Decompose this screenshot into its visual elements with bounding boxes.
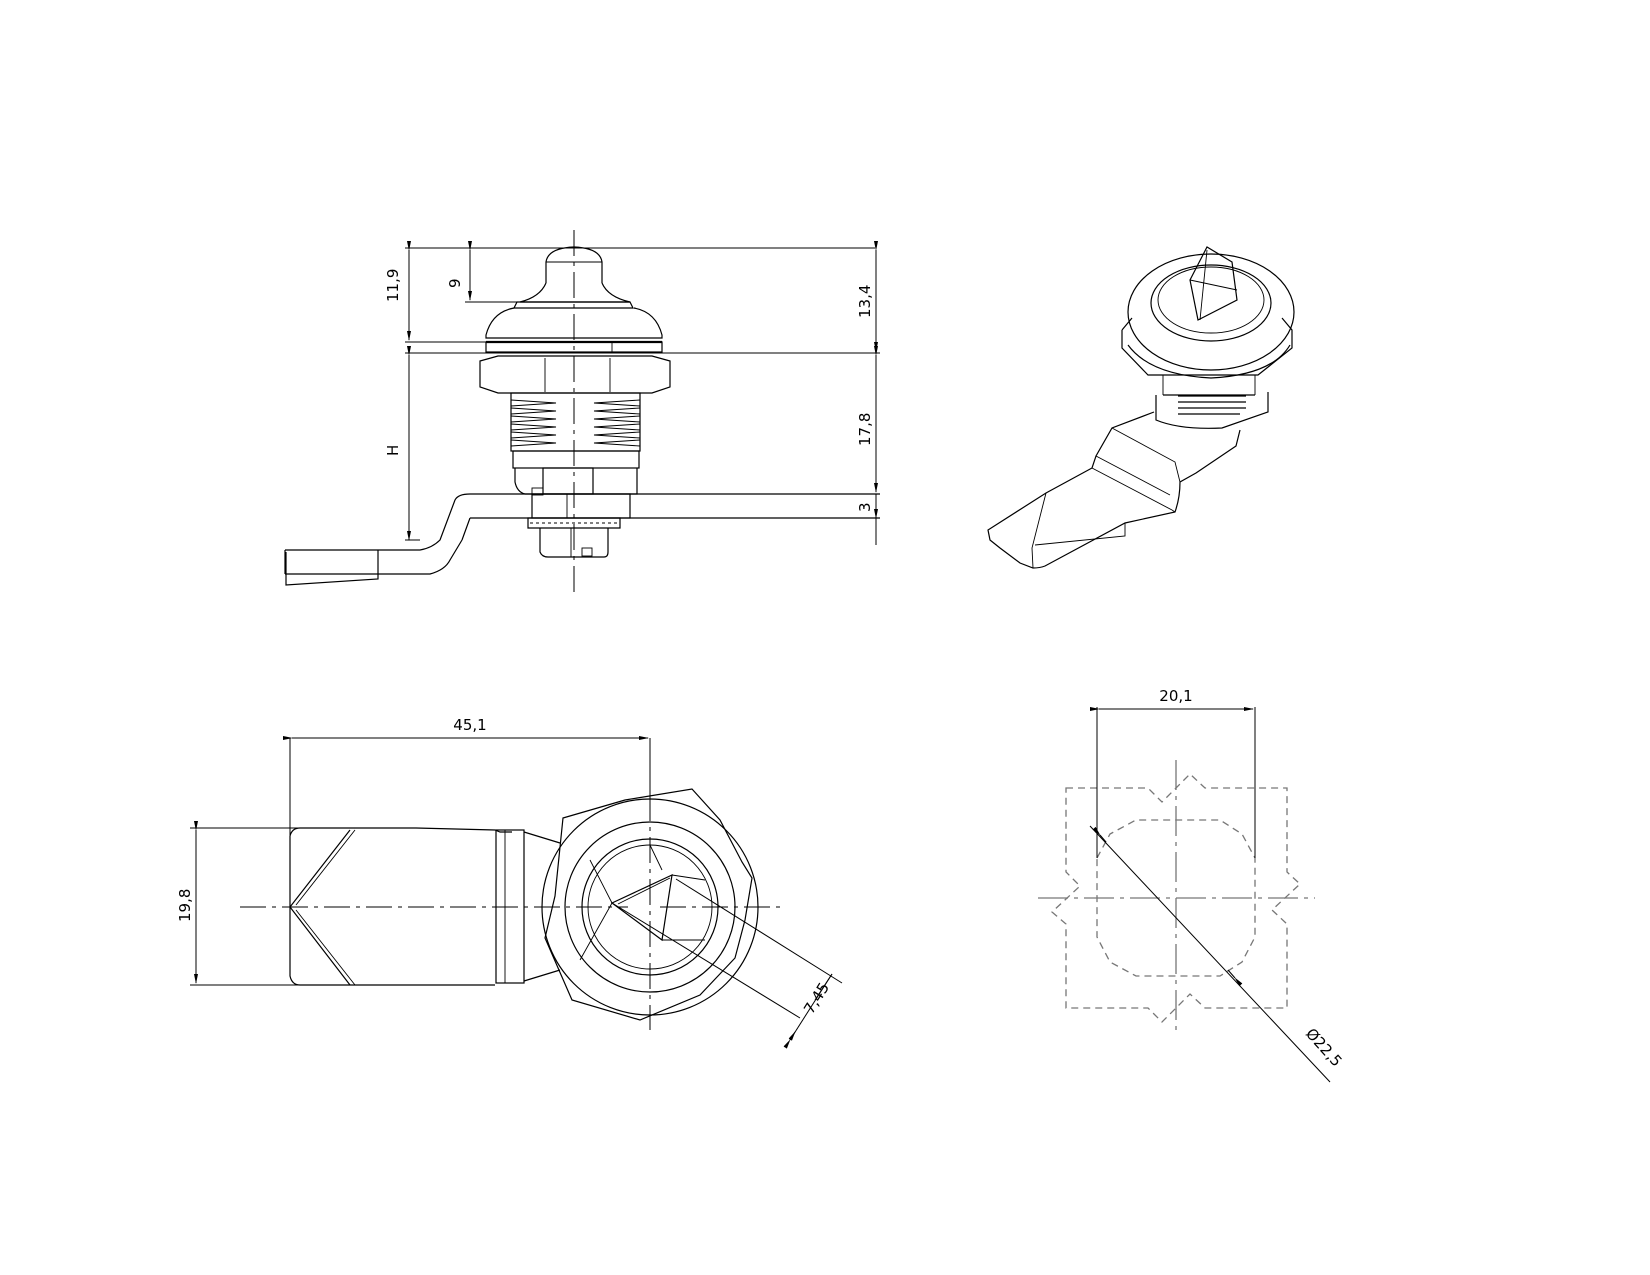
panel-cutout-view: 20,1 Ø22,5 (1038, 687, 1346, 1083)
hex-nut (479, 355, 671, 394)
dim-17-8: 17,8 (856, 413, 874, 446)
isometric-view (987, 246, 1295, 569)
dim-9: 9 (446, 278, 464, 288)
dim-13-4: 13,4 (856, 285, 874, 318)
dim-H: H (384, 445, 402, 456)
bottom-nut (527, 517, 621, 558)
plan-view: 7,45 45,1 19,8 (176, 716, 843, 1049)
dim-diameter-22-5: Ø22,5 (1302, 1025, 1346, 1071)
cam-lever (284, 493, 880, 586)
dim-11-9: 11,9 (384, 269, 402, 302)
dim-7-45: 7,45 (800, 979, 833, 1017)
dim-19-8: 19,8 (176, 889, 194, 922)
dim-45-1: 45,1 (453, 716, 486, 734)
front-dimensions-right: 13,4 17,8 3 (856, 241, 878, 545)
threaded-body (510, 392, 641, 496)
dim-3: 3 (856, 502, 874, 512)
front-view: 11,9 9 H 13,4 17,8 3 (284, 230, 880, 597)
front-dimensions-left: 11,9 9 H (384, 241, 880, 541)
knob (485, 246, 663, 353)
dim-20-1: 20,1 (1159, 687, 1192, 705)
